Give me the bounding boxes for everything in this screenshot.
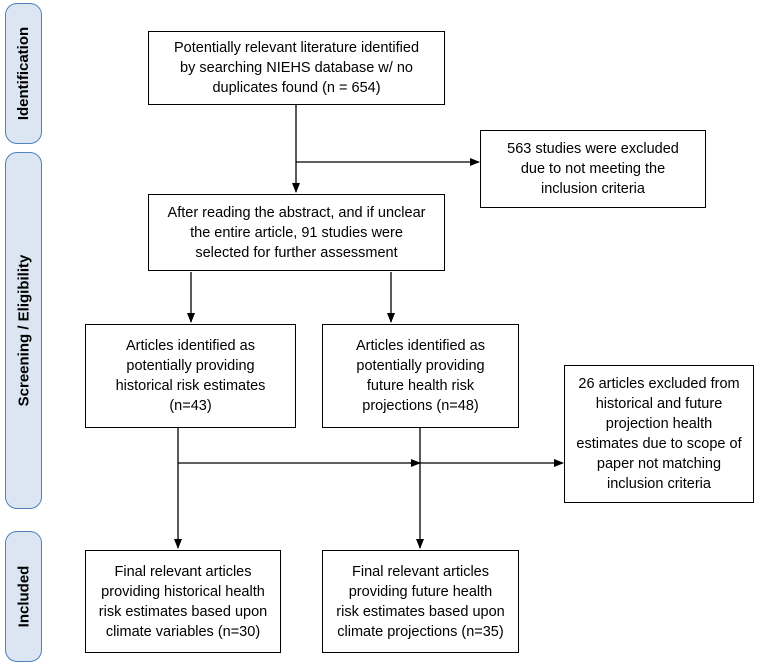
box-future: Articles identified as potentially provi… <box>322 324 519 428</box>
box-excluded-first-text: 563 studies were excluded due to not mee… <box>507 141 679 197</box>
box-final-historical: Final relevant articles providing histor… <box>85 550 281 653</box>
phase-included: Included <box>5 531 42 662</box>
box-excluded-second: 26 articles excluded from historical and… <box>564 365 754 503</box>
box-identified: Potentially relevant literature identifi… <box>148 31 445 105</box>
box-future-text: Articles identified as potentially provi… <box>356 338 485 414</box>
box-final-future-text: Final relevant articles providing future… <box>336 563 505 640</box>
box-screened: After reading the abstract, and if uncle… <box>148 194 445 271</box>
box-historical-text: Articles identified as potentially provi… <box>115 338 266 414</box>
box-final-future: Final relevant articles providing future… <box>322 550 519 653</box>
box-screened-text: After reading the abstract, and if uncle… <box>167 204 426 261</box>
box-historical: Articles identified as potentially provi… <box>85 324 296 428</box>
box-excluded-second-text: 26 articles excluded from historical and… <box>576 376 742 492</box>
box-identified-text: Potentially relevant literature identifi… <box>173 40 420 96</box>
box-final-historical-text: Final relevant articles providing histor… <box>98 563 268 640</box>
phase-identification: Identification <box>5 3 42 144</box>
box-excluded-first: 563 studies were excluded due to not mee… <box>480 130 706 208</box>
phase-screening: Screening / Eligibility <box>5 152 42 509</box>
